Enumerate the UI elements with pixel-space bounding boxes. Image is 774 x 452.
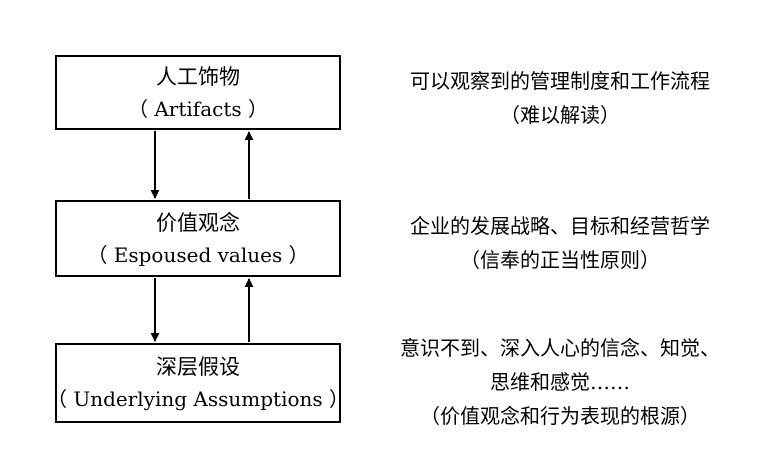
description-line: 可以观察到的管理制度和工作流程 <box>410 69 710 93</box>
layer-subtitle-artifacts: （ Artifacts ） <box>128 96 268 121</box>
description-line: （价值观念和行为表现的根源） <box>420 404 700 428</box>
layer-description-underlying-assumptions: 意识不到、深入人心的信念、知觉、 思维和感觉…… （价值观念和行为表现的根源） <box>360 331 760 433</box>
description-line: 企业的发展战略、目标和经营哲学 <box>410 214 710 238</box>
layer-title-underlying-assumptions: 深层假设 <box>156 355 240 379</box>
layer-title-artifacts: 人工饰物 <box>156 64 240 89</box>
description-line: 意识不到、深入人心的信念、知觉、 <box>400 336 720 360</box>
layer-box-artifacts: 人工饰物 （ Artifacts ） <box>55 55 341 130</box>
layer-description-artifacts: 可以观察到的管理制度和工作流程 （难以解读） <box>360 64 760 132</box>
layer-title-espoused-values: 价值观念 <box>156 210 240 235</box>
description-line: （难以解读） <box>500 103 620 127</box>
layer-description-espoused-values: 企业的发展战略、目标和经营哲学 （信奉的正当性原则） <box>360 209 760 277</box>
layer-subtitle-underlying-assumptions: （ Underlying Assumptions ） <box>46 387 350 411</box>
description-line: （信奉的正当性原则） <box>460 248 660 272</box>
layer-subtitle-espoused-values: （ Espoused values ） <box>87 242 309 267</box>
description-line: 思维和感觉…… <box>490 370 630 394</box>
layer-box-underlying-assumptions: 深层假设 （ Underlying Assumptions ） <box>47 343 349 423</box>
layer-box-espoused-values: 价值观念 （ Espoused values ） <box>55 200 341 277</box>
